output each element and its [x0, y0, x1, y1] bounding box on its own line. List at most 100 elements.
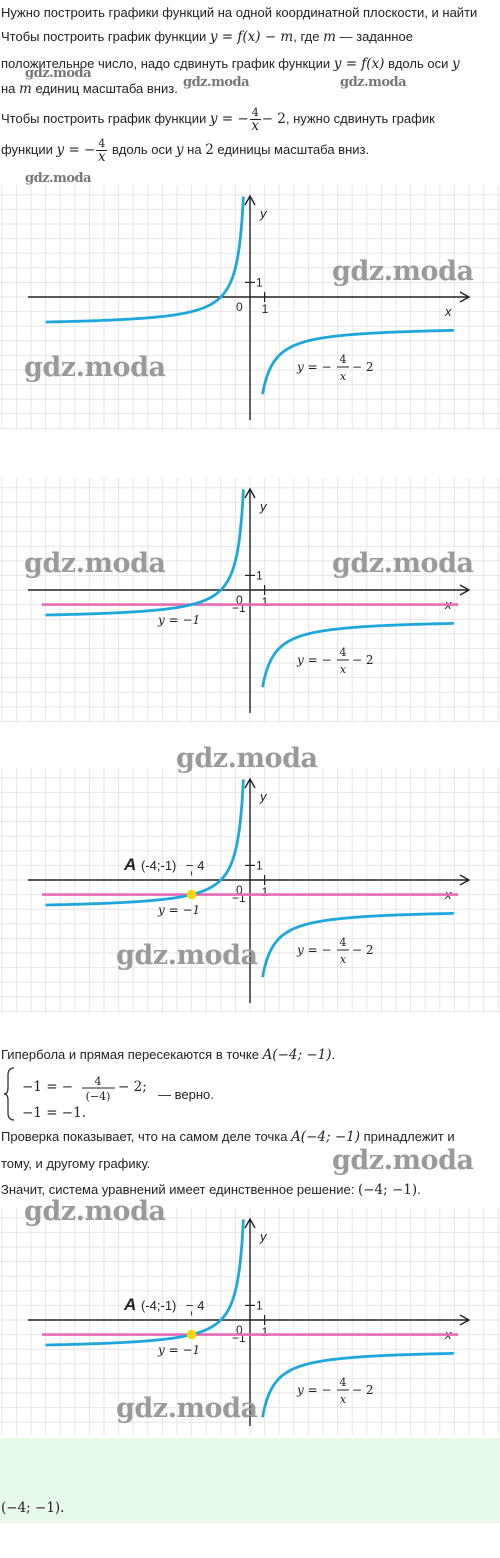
x-tick-1-label: 1 [262, 595, 269, 609]
x-axis-arrow [459, 874, 471, 886]
x-tick-1-label: 1 [262, 302, 269, 316]
hyperbola-label-post: − 2 [352, 360, 374, 374]
hyperbola-label-num: 4 [340, 353, 347, 366]
hyperbola-label: y = − 4 x − 2 [296, 646, 374, 676]
x-tick-1-label: 1 [262, 885, 269, 899]
hyperbola-right-branch [261, 912, 454, 978]
conclusion-text: Значит, система уравнений имеет единстве… [1, 1182, 421, 1198]
y-axis-label: y [259, 499, 268, 514]
y-axis-arrow [244, 194, 256, 206]
hyperbola-label-pre: y = − [296, 1383, 332, 1397]
watermark: gdz.moda [24, 548, 166, 579]
intro-line-2: Чтобы построить график функции y = f(x) … [1, 29, 413, 45]
system-row-1-post: − 2; [118, 1079, 147, 1095]
watermark: gdz.moda [183, 75, 250, 90]
watermark: gdz.moda [340, 75, 407, 90]
intro-line-1: Нужно построить графики функций на одной… [1, 5, 478, 20]
hyperbola-label-num: 4 [340, 1376, 347, 1389]
hyperbola-left-branch [45, 1219, 245, 1347]
watermark: gdz.moda [332, 256, 474, 287]
origin-label: 0 [236, 883, 243, 897]
hyperbola-label-den: x [340, 953, 347, 966]
hyperbola-label: y = − 4 x − 2 [296, 1376, 374, 1406]
y-tick-minus-1-label: −1 [232, 1331, 246, 1345]
origin-label: 0 [236, 593, 243, 607]
hyperbola-left-branch [45, 489, 245, 617]
hyperbola-label-den: x [340, 1393, 347, 1406]
line-label: y = −1 [157, 903, 200, 917]
system-verdict: — верно. [158, 1087, 214, 1102]
hyperbola-label-pre: y = − [296, 943, 332, 957]
y-tick-1-label: 1 [256, 275, 263, 289]
origin-label: 0 [236, 1323, 243, 1337]
line-label: y = −1 [157, 613, 200, 627]
x-axis-arrow [459, 584, 471, 596]
answer-value: (−4; −1). [1, 1500, 65, 1516]
x-tick-minus-4-label: − 4 [186, 858, 204, 873]
hyperbola-label-den: x [340, 370, 347, 383]
check-text-1: Проверка показывает, что на самом деле т… [1, 1129, 455, 1145]
equation-system: −1 = − 4 (−4) − 2; −1 = −1. — верно. [4, 1067, 214, 1121]
y-tick-minus-1-label: −1 [232, 891, 246, 905]
system-brace [4, 1067, 15, 1121]
watermark: gdz.moda [332, 1145, 474, 1176]
hyperbola-label-post: − 2 [352, 1383, 374, 1397]
watermark: gdz.moda [332, 548, 474, 579]
point-a-coords: (-4;-1) [141, 1298, 176, 1313]
watermark: gdz.moda [24, 352, 166, 383]
system-row-2: −1 = −1. [22, 1105, 86, 1121]
system-row-1-pre: −1 = − [22, 1079, 73, 1095]
intro-line-4: на m единиц масштаба вниз. [1, 81, 178, 97]
hyperbola-right-branch [261, 1352, 454, 1418]
watermark: gdz.moda [24, 1196, 166, 1227]
y-tick-1-label: 1 [256, 568, 263, 582]
y-tick-1-label: 1 [256, 858, 263, 872]
line-label: y = −1 [157, 1343, 200, 1357]
x-tick-minus-4-label: − 4 [186, 1298, 204, 1313]
hyperbola-left-branch [45, 196, 245, 324]
hyperbola-label-post: − 2 [352, 943, 374, 957]
hyperbola-label-num: 4 [340, 936, 347, 949]
hyperbola-right-branch [261, 622, 454, 688]
y-tick-minus-1-label: −1 [232, 601, 246, 615]
hyperbola-label: y = −4x− 2 [296, 353, 374, 383]
y-axis-label: y [259, 206, 268, 221]
watermark: gdz.moda [116, 940, 258, 971]
point-a-letter: A [123, 855, 136, 874]
hyperbola-label-post: − 2 [352, 653, 374, 667]
x-tick-1-label: 1 [262, 1325, 269, 1339]
intersection-text: Гипербола и прямая пересекаются в точке … [1, 1047, 336, 1063]
y-axis-arrow [244, 1217, 256, 1229]
hyperbola-label-num: 4 [340, 646, 347, 659]
hyperbola-label-den: x [340, 663, 347, 676]
y-axis-arrow [244, 777, 256, 789]
x-axis-arrow [459, 291, 471, 303]
y-tick-1-label: 1 [256, 1298, 263, 1312]
watermark: gdz.moda [176, 743, 318, 774]
check-text-2: тому, и другому графику. [1, 1156, 151, 1171]
point-a-letter: A [123, 1295, 136, 1314]
x-axis-label: x [444, 304, 452, 319]
hyperbola-label: y = − 4 x − 2 [296, 936, 374, 966]
hyperbola-right-branch [261, 329, 454, 395]
system-row-1-num: 4 [95, 1075, 102, 1088]
origin-label: 0 [236, 300, 243, 314]
x-axis-arrow [459, 1314, 471, 1326]
hyperbola-label-pre: y = − [296, 653, 332, 667]
intro-line-3: положительное число, надо сдвинуть графи… [1, 56, 460, 72]
system-row-1-den: (−4) [86, 1090, 111, 1103]
point-a [186, 889, 197, 900]
watermark: gdz.moda [25, 171, 92, 186]
y-axis-label: y [259, 1229, 268, 1244]
y-axis-label: y [259, 789, 268, 804]
